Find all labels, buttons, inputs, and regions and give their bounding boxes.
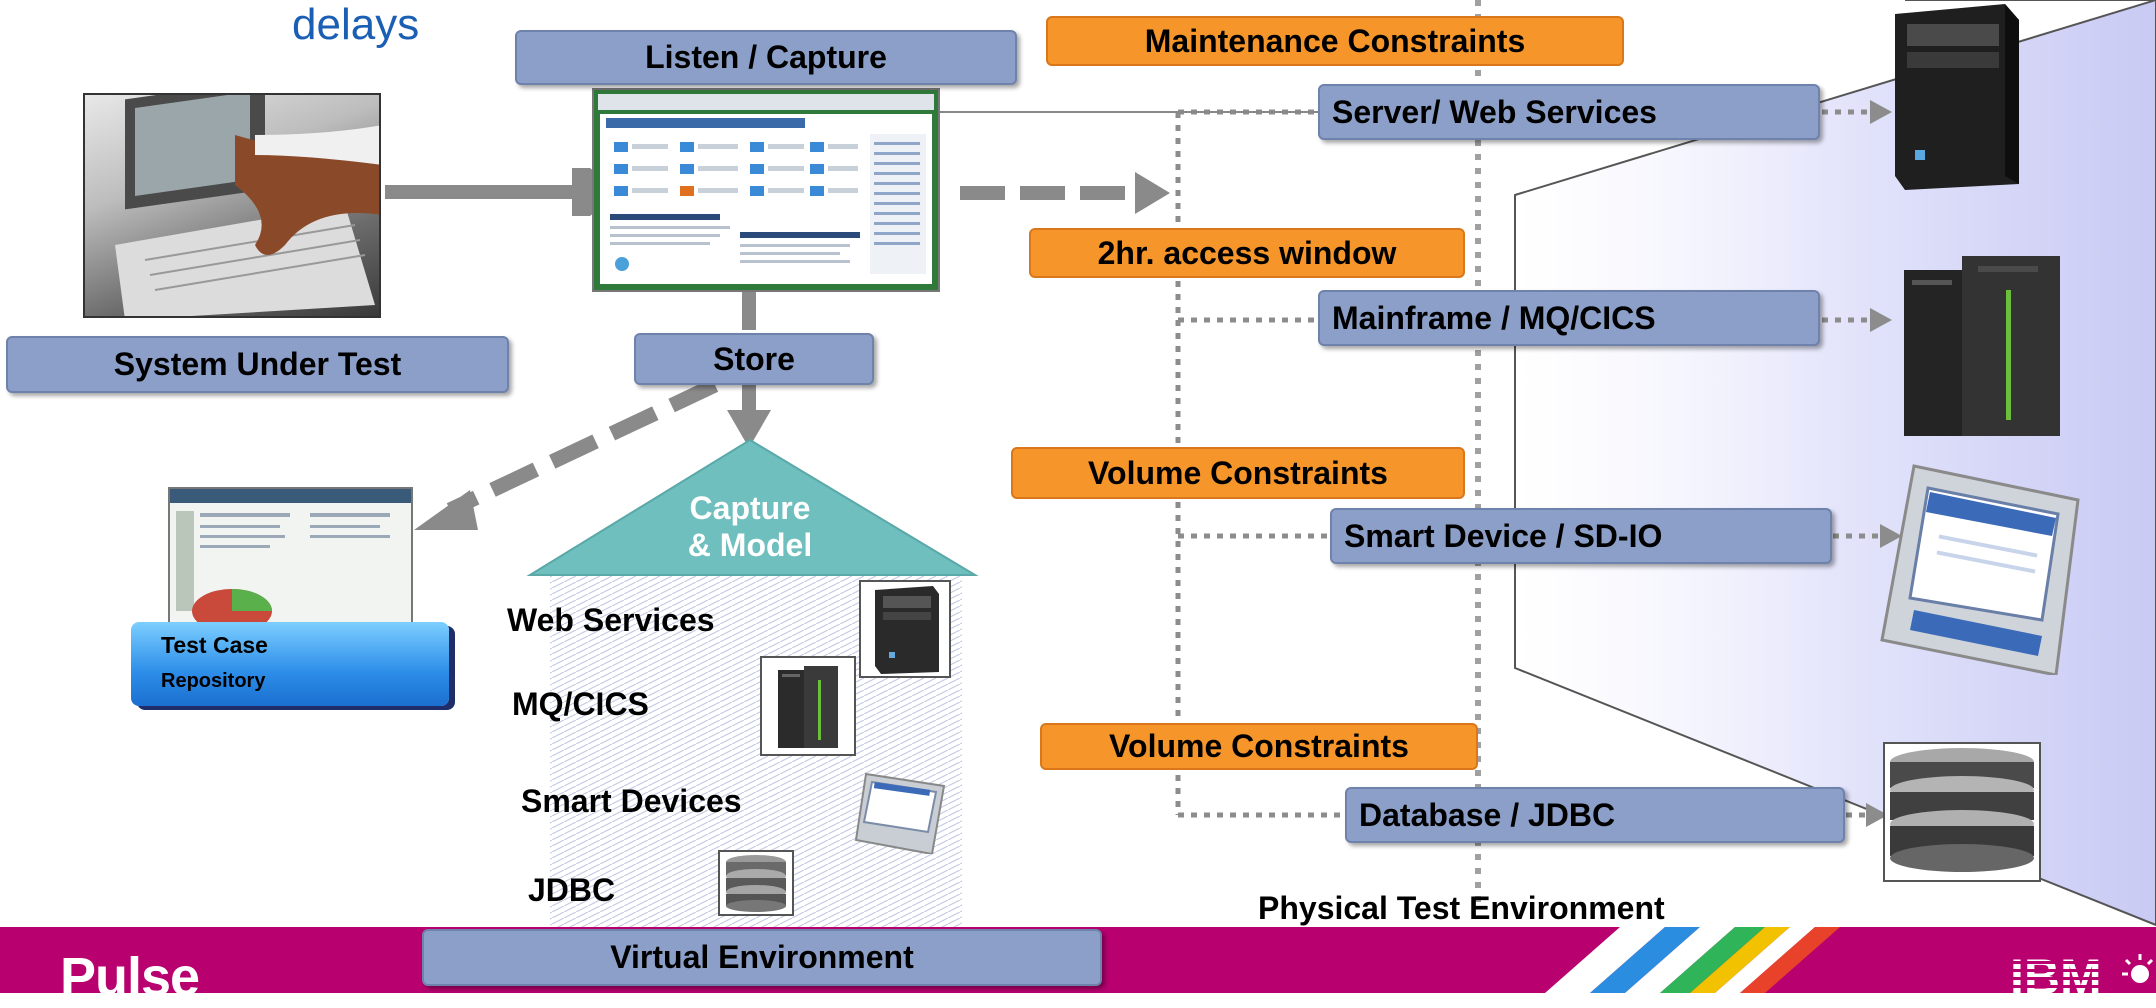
app-screenshot [592, 88, 940, 292]
delays-heading: delays [292, 0, 420, 49]
capture-model-label: Capture & Model [687, 490, 813, 563]
listen-capture-label: Listen / Capture [515, 30, 1017, 85]
small-mainframe-icon [760, 656, 856, 756]
virtual-service-smart-devices: Smart Devices [521, 783, 742, 819]
database-cylinder-icon [1883, 742, 2041, 882]
small-smart-device-icon [852, 770, 948, 854]
smart-device-icon [1878, 460, 2083, 675]
maintenance-constraints-label: Maintenance Constraints [1046, 16, 1624, 66]
sun-icon [2118, 952, 2156, 990]
test-case-label: Test Case [161, 632, 268, 658]
virtual-environment-label: Virtual Environment [422, 929, 1102, 986]
test-case-repository-box: Test Case Repository [131, 622, 449, 706]
smart-device-sd-io-label: Smart Device / SD-IO [1330, 508, 1832, 564]
ibm-logo: IBM [2010, 949, 2102, 1005]
physical-test-environment-label: Physical Test Environment [1258, 890, 1665, 926]
laptop-icon [115, 95, 379, 316]
volume-constraints-label-1: Volume Constraints [1011, 447, 1465, 499]
mainframe-icon [1898, 250, 2070, 436]
repository-label: Repository [161, 670, 266, 692]
virtual-service-jdbc: JDBC [528, 872, 616, 908]
small-database-icon [718, 850, 794, 916]
system-under-test-label: System Under Test [6, 336, 509, 393]
pulse-logo: Pulse [60, 947, 200, 1007]
small-tower-server-icon [859, 580, 951, 678]
store-label: Store [634, 333, 874, 385]
app-content-icons [610, 134, 926, 274]
volume-constraints-label-2: Volume Constraints [1040, 723, 1478, 770]
access-window-label: 2hr. access window [1029, 228, 1465, 278]
database-jdbc-label: Database / JDBC [1345, 787, 1845, 843]
repository-screenshot [168, 487, 413, 627]
tower-server-icon [1885, 0, 2025, 190]
virtual-service-web-services: Web Services [507, 602, 715, 638]
virtual-service-mq-cics: MQ/CICS [512, 686, 649, 722]
virtual-house-icon [526, 438, 979, 576]
repository-content [176, 511, 390, 627]
laptop-typing-photo [83, 93, 381, 318]
mainframe-mq-cics-label: Mainframe / MQ/CICS [1318, 290, 1820, 346]
server-web-services-label: Server/ Web Services [1318, 84, 1820, 140]
